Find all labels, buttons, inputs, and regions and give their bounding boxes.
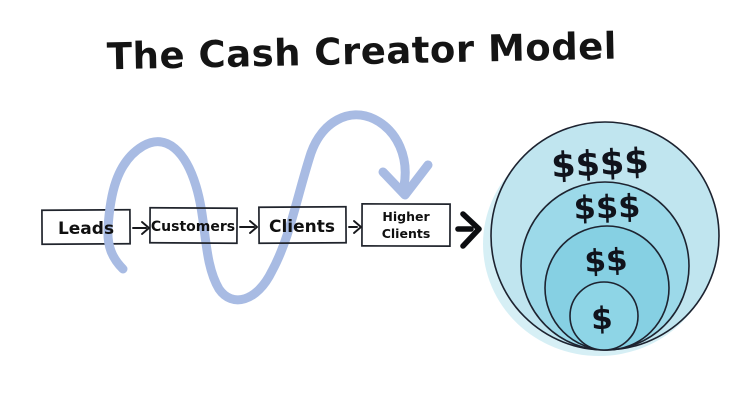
ring-label-third: $$ xyxy=(584,242,629,280)
ring-label-second: $$$ xyxy=(573,187,641,227)
connector-arrow-2-icon xyxy=(239,220,258,234)
stage-label-higher: Higher xyxy=(382,209,430,224)
stage-label-customers: Customers xyxy=(151,219,235,235)
squiggle-curve xyxy=(103,110,410,305)
ring-label-inner: $ xyxy=(591,301,614,338)
stage-label-higher-clients: Clients xyxy=(382,226,431,241)
ring-label-outer: $$$$ xyxy=(550,141,649,186)
money-circles: $$$$ $$$ $$ $ xyxy=(483,121,720,356)
stage-box-clients xyxy=(258,205,347,245)
stage-box-customers xyxy=(149,206,238,245)
connector-arrow-1-icon xyxy=(132,221,150,235)
big-arrow-icon xyxy=(455,211,482,249)
stage-box-higher-clients xyxy=(361,202,451,248)
stage-label-clients: Clients xyxy=(269,217,335,237)
flow-squiggle-arrow xyxy=(103,110,433,305)
squiggle-arrowhead-icon xyxy=(378,160,433,200)
diagram-title: The Cash Creator Model xyxy=(106,25,617,79)
stage-label-leads: Leads xyxy=(58,219,114,239)
connector-arrow-3-icon xyxy=(348,220,362,234)
ring-inner xyxy=(569,281,639,351)
